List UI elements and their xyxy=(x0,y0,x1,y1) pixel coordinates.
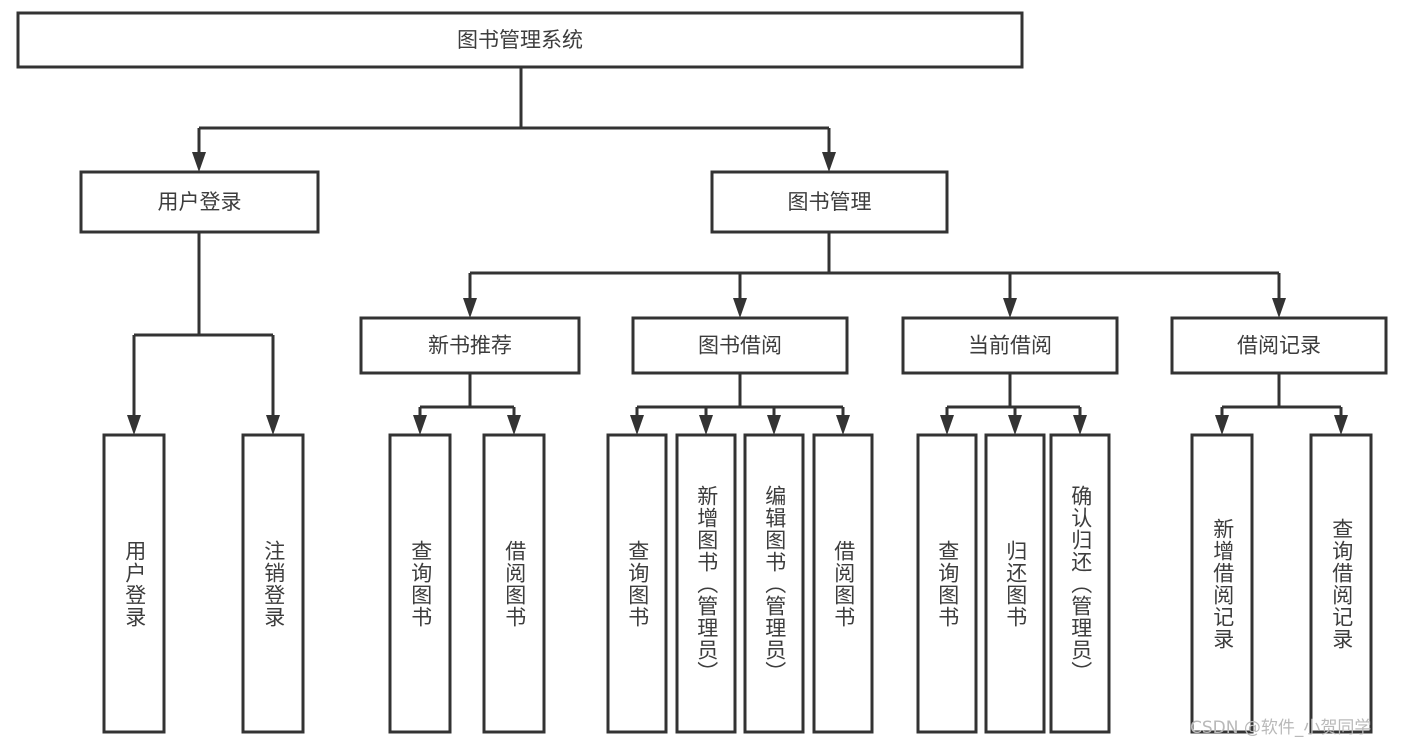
connector-arrow-icon xyxy=(822,152,836,172)
node-label-root: 图书管理系统 xyxy=(457,28,583,52)
node-box-leaf-user-login[interactable] xyxy=(102,433,166,734)
connector-arrow-icon xyxy=(507,415,521,435)
node-book-borrow[interactable]: 图书借阅 xyxy=(631,316,849,375)
node-leaf-query-record[interactable] xyxy=(1309,433,1373,734)
connector-arrow-icon xyxy=(413,415,427,435)
connector-records-to-leaves xyxy=(1220,373,1343,417)
node-leaf-add-book[interactable] xyxy=(675,433,737,734)
connector-arrow-icon xyxy=(1334,415,1348,435)
node-label-book-management: 图书管理 xyxy=(788,190,872,214)
node-box-leaf-query-record[interactable] xyxy=(1309,433,1373,734)
connector-arrow-icon xyxy=(630,415,644,435)
connector-arrow-icon xyxy=(463,298,477,318)
node-root[interactable]: 图书管理系统 xyxy=(16,11,1024,69)
node-leaf-query-book-1[interactable] xyxy=(388,433,452,734)
connector-arrow-icon xyxy=(767,415,781,435)
node-box-current-borrow[interactable] xyxy=(901,316,1119,375)
connector-arrow-icon xyxy=(1215,415,1229,435)
node-leaf-borrow-book-1[interactable] xyxy=(482,433,546,734)
node-box-leaf-edit-book[interactable] xyxy=(743,433,805,734)
node-current-borrow[interactable]: 当前借阅 xyxy=(901,316,1119,375)
node-leaf-edit-book[interactable] xyxy=(743,433,805,734)
node-box-root[interactable] xyxy=(16,11,1024,69)
node-box-leaf-query-book-3[interactable] xyxy=(916,433,978,734)
node-label-new-book-recommend: 新书推荐 xyxy=(428,334,512,358)
node-box-leaf-return-book[interactable] xyxy=(984,433,1046,734)
node-box-leaf-query-book-2[interactable] xyxy=(606,433,668,734)
connector-arrow-icon xyxy=(1073,415,1087,435)
node-user-login[interactable]: 用户登录 xyxy=(79,170,320,234)
connector-arrow-icon xyxy=(699,415,713,435)
watermark-label: CSDN @软件_小贺同学 xyxy=(1190,718,1372,738)
connector-bookmgmt-to-level3 xyxy=(468,232,1281,300)
node-box-user-login[interactable] xyxy=(79,170,320,234)
node-leaf-confirm-return[interactable] xyxy=(1049,433,1111,734)
node-leaf-return-book[interactable] xyxy=(984,433,1046,734)
node-leaf-query-book-3[interactable] xyxy=(916,433,978,734)
node-box-leaf-user-logout[interactable] xyxy=(241,433,305,734)
connector-arrow-icon xyxy=(127,415,141,435)
connector-arrow-icon xyxy=(836,415,850,435)
node-box-leaf-borrow-book-2[interactable] xyxy=(812,433,874,734)
node-box-leaf-query-book-1[interactable] xyxy=(388,433,452,734)
connector-userlogin-to-leaves xyxy=(132,232,275,417)
connector-arrow-icon xyxy=(733,298,747,318)
connector-recommend-to-leaves xyxy=(418,373,516,417)
node-label-current-borrow: 当前借阅 xyxy=(968,334,1052,358)
node-leaf-user-logout[interactable] xyxy=(241,433,305,734)
connector-arrow-icon xyxy=(1008,415,1022,435)
node-label-borrow-records: 借阅记录 xyxy=(1237,334,1321,358)
connector-arrow-icon xyxy=(940,415,954,435)
node-box-leaf-add-record[interactable] xyxy=(1190,433,1254,734)
node-leaf-query-book-2[interactable] xyxy=(606,433,668,734)
node-box-leaf-borrow-book-1[interactable] xyxy=(482,433,546,734)
connector-arrow-icon xyxy=(192,152,206,172)
connector-arrow-icon xyxy=(266,415,280,435)
node-borrow-records[interactable]: 借阅记录 xyxy=(1170,316,1388,375)
node-leaf-borrow-book-2[interactable] xyxy=(812,433,874,734)
node-new-book-recommend[interactable]: 新书推荐 xyxy=(359,316,581,375)
node-book-management[interactable]: 图书管理 xyxy=(710,170,949,234)
node-leaf-user-login[interactable] xyxy=(102,433,166,734)
connector-borrow-to-leaves xyxy=(635,373,845,417)
node-label-user-login: 用户登录 xyxy=(158,190,242,214)
connector-arrow-icon xyxy=(1272,298,1286,318)
connector-arrow-icon xyxy=(1003,298,1017,318)
node-label-book-borrow: 图书借阅 xyxy=(698,334,782,358)
node-leaf-add-record[interactable] xyxy=(1190,433,1254,734)
node-box-leaf-confirm-return[interactable] xyxy=(1049,433,1111,734)
node-box-leaf-add-book[interactable] xyxy=(675,433,737,734)
node-box-new-book-recommend[interactable] xyxy=(359,316,581,375)
connector-current-to-leaves xyxy=(945,373,1082,417)
connector-root-to-level2 xyxy=(197,67,831,154)
